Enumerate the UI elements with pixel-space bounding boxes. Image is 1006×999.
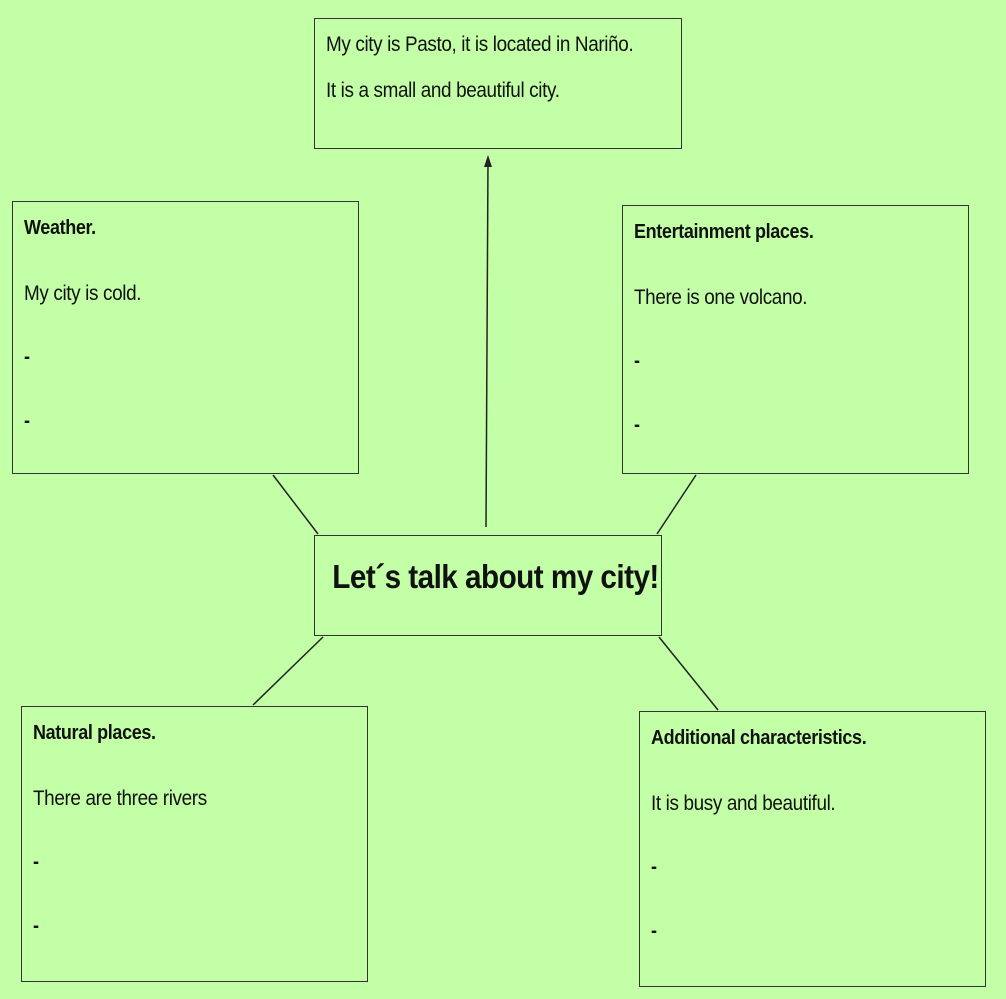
natural-places-box: Natural places. There are three rivers -… [21,706,368,982]
center-title: Let´s talk about my city! [332,558,659,595]
weather-bullet-1: - [24,346,30,368]
weather-box: Weather. My city is cold. - - [12,201,359,474]
line-to-weather [272,474,319,535]
line-to-additional [658,636,719,711]
natural-text: There are three rivers [33,787,207,810]
arrow-head [484,155,492,167]
natural-bullet-2: - [33,915,39,937]
weather-bullet-2: - [24,410,30,432]
additional-text: It is busy and beautiful. [651,792,836,815]
additional-characteristics-box: Additional characteristics. It is busy a… [639,711,986,987]
additional-bullet-2: - [651,920,657,942]
entertainment-box: Entertainment places. There is one volca… [622,205,969,474]
entertainment-bullet-2: - [634,414,640,436]
arrow-to-top-box [485,159,489,528]
center-title-box: Let´s talk about my city! [314,535,662,636]
top-info-line-2: It is a small and beautiful city. [326,79,560,102]
additional-heading: Additional characteristics. [651,727,867,749]
weather-text: My city is cold. [24,282,142,305]
natural-bullet-1: - [33,851,39,873]
natural-heading: Natural places. [33,722,156,744]
entertainment-text: There is one volcano. [634,286,808,309]
top-info-box: My city is Pasto, it is located in Nariñ… [314,18,682,149]
entertainment-bullet-1: - [634,350,640,372]
additional-bullet-1: - [651,856,657,878]
line-to-entertainment [656,474,697,535]
entertainment-heading: Entertainment places. [634,221,814,243]
weather-heading: Weather. [24,217,96,239]
top-info-line-1: My city is Pasto, it is located in Nariñ… [326,33,634,56]
line-to-natural [252,636,324,706]
